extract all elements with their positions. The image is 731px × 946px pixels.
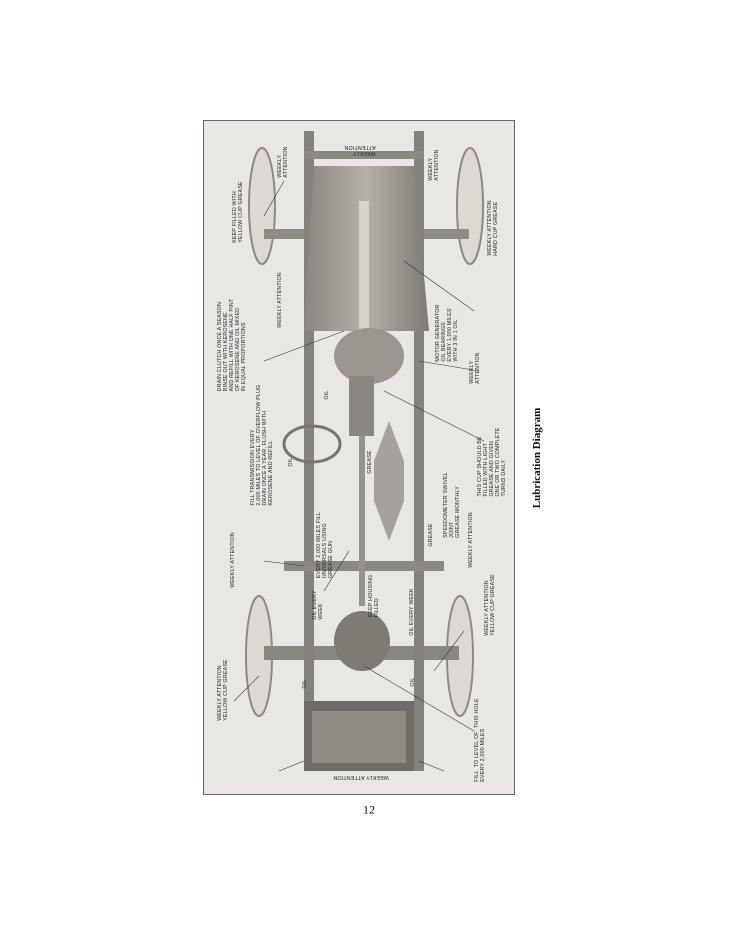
label-front-right-weekly: WEEKLY ATTENTION (428, 149, 440, 181)
label-top-weekly-attention: WEEKLY ATTENTION (344, 144, 376, 156)
chassis-illustration (233, 131, 485, 772)
label-oil-every-week: OIL EVERY WEEK (409, 588, 415, 636)
label-rear-left-yellow-cup: WEEKLY ATTENTION YELLOW CUP GREASE (217, 659, 229, 721)
label-keep-housing-filled: KEEP HOUSING FILLED (368, 574, 380, 618)
label-front-left-weekly: WEEKLY ATTENTION (277, 146, 289, 178)
label-grease: GREASE (428, 523, 434, 547)
front-left-wheel (248, 147, 276, 265)
label-hard-cup-grease: WEEKLY ATTENTION HARD CUP GREASE (487, 200, 499, 256)
label-speedometer: SPEEDOMETER SWIVEL JOINT GREASE MONTHLY (443, 472, 461, 538)
frame-rail-left (304, 131, 314, 771)
label-motor-generator: MOTOR GENERATOR OIL BEARINGS EVERY 1,000… (435, 304, 459, 362)
frame-rail-right (414, 131, 424, 771)
label-fill-to-level: FILL TO LEVEL OF THIS HOLE EVERY 2,000 M… (474, 698, 486, 782)
label-universals: EVERY 2,000 MILES FILL UNIVERSALS USING … (316, 511, 334, 579)
label-bottom-weekly-attention: WEEKLY ATTENTION (333, 774, 389, 780)
label-oil-every-week: OIL EVERY WEEK (312, 590, 324, 620)
lubrication-diagram-photo (203, 120, 515, 795)
steering-wheel (282, 424, 342, 464)
label-keep-filled: KEEP FILLED WITH YELLOW CUP GREASE (232, 181, 244, 243)
label-fill-transmission: FILL TRANSMISSION EVERY 2,000 MILES TO L… (250, 384, 274, 506)
label-this-cup: THIS CUP SHOULD BE FILLED WITH LIGHT GRE… (477, 427, 507, 497)
label-mid-weekly: WEEKLY ATTENTION (469, 352, 481, 384)
front-right-wheel (456, 147, 484, 265)
label-rear-left-weekly: WEEKLY ATTENTION (230, 532, 236, 588)
label-oil: OIL (288, 457, 294, 467)
label-steering-weekly: WEEKLY ATTENTION (277, 272, 283, 328)
figure-caption: Lubrication Diagram (531, 407, 543, 509)
label-weekly-attention: WEEKLY ATTENTION (468, 512, 474, 568)
label-oil: OIL (324, 390, 330, 400)
label-oil: OIL (410, 677, 416, 687)
label-oil: OIL (302, 679, 308, 689)
page-number: 12 (363, 802, 375, 817)
label-drain-clutch: DRAIN CLUTCH ONCE A SEASON RINSE OUT WIT… (217, 298, 247, 392)
label-rear-right-yellow-cup: WEEKLY ATTENTION YELLOW CUP GREASE (484, 574, 496, 636)
label-grease: GREASE (367, 450, 373, 474)
